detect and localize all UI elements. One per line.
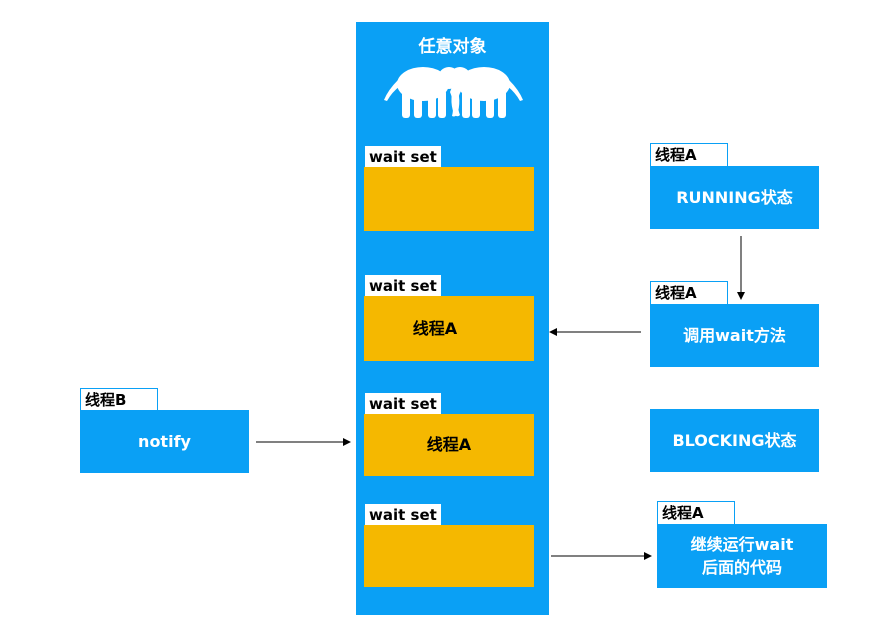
continue-label-line1: 继续运行wait bbox=[690, 535, 794, 554]
notify-label: notify bbox=[138, 431, 191, 451]
wait-set-box: 线程A bbox=[364, 414, 534, 476]
object-title: 任意对象 bbox=[418, 37, 487, 57]
thread-a-tag: 线程A bbox=[657, 501, 735, 525]
continue-box: 继续运行wait 后面的代码 bbox=[657, 524, 827, 588]
call-wait-label: 调用wait方法 bbox=[683, 325, 786, 345]
call-wait-box: 调用wait方法 bbox=[650, 304, 819, 367]
thread-b-box: notify bbox=[80, 410, 249, 473]
running-state-label: RUNNING状态 bbox=[676, 187, 793, 207]
running-state-box: RUNNING状态 bbox=[650, 166, 819, 229]
wait-set-box bbox=[364, 167, 534, 231]
wait-set-tag: wait set bbox=[364, 392, 442, 415]
thread-a-tag: 线程A bbox=[650, 143, 728, 167]
thread-b-tag: 线程B bbox=[80, 388, 158, 411]
wait-set-tag: wait set bbox=[364, 503, 442, 526]
wait-set-box: 线程A bbox=[364, 296, 534, 361]
wait-set-content: 线程A bbox=[426, 435, 472, 454]
blocking-state-label: BLOCKING状态 bbox=[672, 430, 797, 450]
thread-a-tag: 线程A bbox=[650, 281, 728, 305]
continue-label-line2: 后面的代码 bbox=[701, 558, 782, 577]
blocking-state-box: BLOCKING状态 bbox=[650, 409, 819, 472]
elephants-icon bbox=[384, 67, 523, 118]
wait-set-box bbox=[364, 525, 534, 587]
wait-set-content: 线程A bbox=[412, 318, 458, 338]
wait-set-tag: wait set bbox=[364, 145, 442, 168]
continue-label: 继续运行wait 后面的代码 bbox=[657, 533, 827, 579]
wait-set-tag: wait set bbox=[364, 274, 442, 297]
